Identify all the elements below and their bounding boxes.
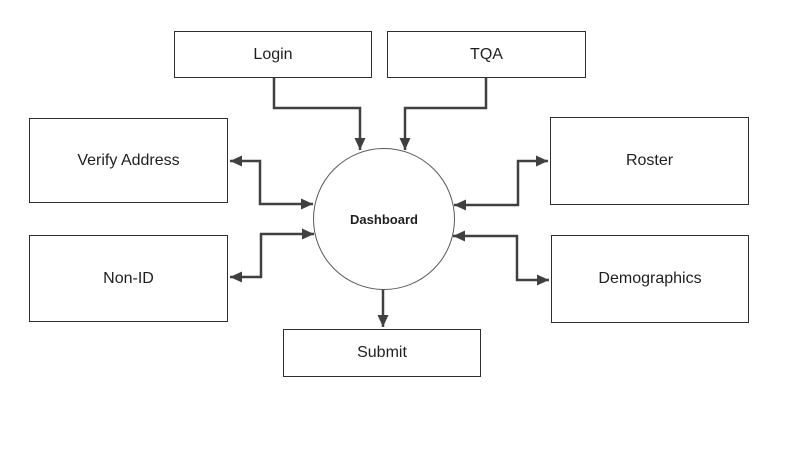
node-tqa: TQA [387, 31, 586, 78]
arrow-login-to-dashboard [272, 78, 366, 150]
node-submit-label: Submit [357, 344, 407, 361]
arrow-dashboard-verify-address [230, 155, 313, 210]
node-tqa-label: TQA [470, 45, 503, 63]
node-roster-label: Roster [625, 152, 674, 169]
node-login-label: Login [253, 45, 293, 63]
node-non-id-label: Non-ID [103, 269, 154, 287]
node-verify-address: Verify Address [29, 118, 228, 203]
node-submit: Submit [283, 329, 481, 377]
arrow-dashboard-non-id [230, 228, 314, 283]
node-dashboard: Dashboard [313, 148, 455, 290]
node-verify-address-label: Verify Address [77, 151, 180, 169]
node-dashboard-label: Dashboard [350, 211, 418, 227]
arrow-tqa-to-dashboard [399, 78, 488, 150]
node-login: Login [174, 31, 372, 78]
node-non-id: Non-ID [29, 235, 228, 322]
node-roster: Roster [550, 117, 749, 205]
arrow-dashboard-roster [454, 155, 548, 211]
node-demographics-label: Demographics [598, 270, 702, 287]
node-demographics: Demographics [551, 235, 749, 323]
arrow-dashboard-demographics [453, 230, 549, 286]
